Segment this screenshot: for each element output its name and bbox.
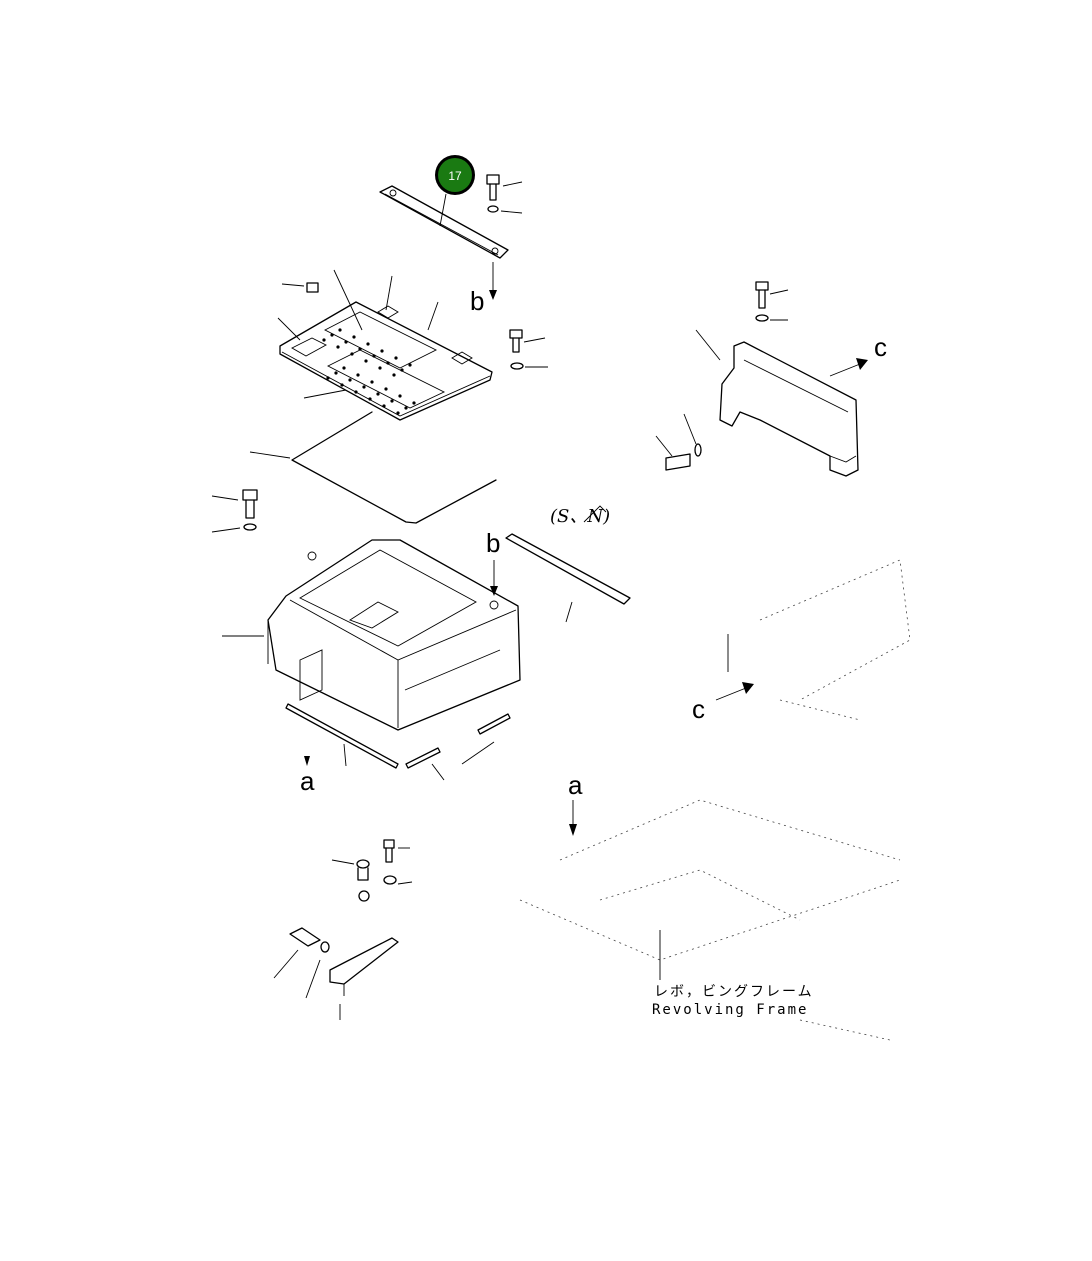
perforation-hole [372,354,376,358]
view-arrow-b-mid [490,560,498,596]
perforation-hole [330,333,334,337]
view-arrow-c-bottom [715,682,754,701]
annotation-note: (S、N) [550,506,610,527]
frame-caption-english: Revolving Frame [652,1002,808,1018]
perforation-hole [334,371,338,375]
perforation-hole [370,380,374,384]
perforation-hole [326,376,330,380]
perforation-hole [394,356,398,360]
perforation-hole [368,397,372,401]
small-fasteners [331,839,413,902]
perforation-hole [400,368,404,372]
perforation-hole [356,373,360,377]
perforation-hole [358,347,362,351]
perforation-hole [342,366,346,370]
perforation-hole [344,340,348,344]
view-label-b-mid: b [486,528,500,558]
bottom-bracket [273,927,399,1020]
callout-17-number[interactable]: 17 [448,169,462,183]
perforated-cover [279,301,493,421]
bolt-horizontal [655,413,702,471]
gasket [249,411,497,524]
view-arrow-a-left [304,756,310,766]
frame-caption-japanese: レボ，ビングフレーム [654,984,814,1000]
view-arrow-c-top [829,358,868,377]
perforation-hole [362,385,366,389]
perforation-hole [348,378,352,382]
view-arrow-b-top [489,262,497,300]
perforation-hole [336,345,340,349]
bolt-top [486,174,523,214]
perforation-hole [384,387,388,391]
perforation-hole [366,342,370,346]
perforation-hole [412,401,416,405]
view-label-a-right: a [568,770,583,800]
perforation-hole [404,406,408,410]
perforation-hole [382,404,386,408]
perforation-hole [408,363,412,367]
perforation-hole [386,361,390,365]
perforation-hole [354,390,358,394]
view-arrow-a-right [569,800,577,836]
view-label-c-top: c [874,332,887,362]
perforation-hole [376,392,380,396]
perforation-hole [390,399,394,403]
perforation-hole [338,328,342,332]
bottom-strips [285,703,511,781]
perforation-hole [380,349,384,353]
view-label-c-bottom: c [692,694,705,724]
housing-box [222,539,521,731]
revolving-frame-sketch [519,559,911,1041]
perforation-hole [392,373,396,377]
bolt-bracket [755,281,789,322]
view-label-b-top: b [470,286,484,316]
perforation-hole [398,394,402,398]
support-bracket [695,329,859,477]
perforation-hole [364,359,368,363]
cover-leaders [277,269,439,399]
perforation-hole [340,383,344,387]
perforation-hole [396,411,400,415]
top-plate [379,185,509,259]
perforation-hole [322,338,326,342]
perforation-holes [322,328,416,415]
bolt-cover [509,329,548,370]
bolt-left [211,489,258,533]
perforation-hole [378,366,382,370]
callout-17[interactable]: 17 [435,155,475,195]
perforation-hole [350,352,354,356]
annotation-squiggle [583,505,607,523]
long-bar [505,533,631,623]
view-label-a-left: a [300,766,315,796]
perforation-hole [352,335,356,339]
